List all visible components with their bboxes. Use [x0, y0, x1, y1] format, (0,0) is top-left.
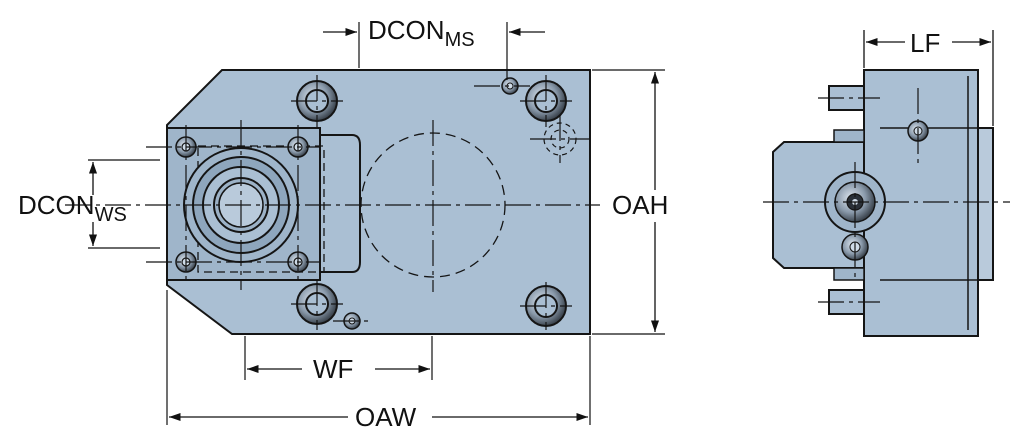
- oah-label: OAH: [612, 190, 668, 220]
- front-view: DCONMS DCONWS OAH WF OAW: [18, 15, 668, 432]
- wf-label: WF: [313, 354, 353, 384]
- side-key-bottom: [833, 267, 865, 281]
- hidden-square: [197, 145, 325, 273]
- extension-lines: [88, 22, 665, 425]
- side-detail-lines: [880, 76, 978, 330]
- dcon-ms-label: DCONMS: [368, 15, 475, 51]
- oaw-label: OAW: [355, 402, 417, 432]
- dcon-ws-label: DCONWS: [18, 190, 127, 226]
- lf-label: LF: [910, 28, 940, 58]
- side-key-top: [833, 129, 865, 143]
- dimension-lines: [88, 27, 660, 422]
- center-lines: [65, 75, 600, 330]
- pocket-outline: [320, 134, 361, 273]
- side-view: LF: [763, 28, 1010, 337]
- lf-dimension: [863, 30, 994, 126]
- side-right-flange: [977, 127, 994, 281]
- side-center-lines: [763, 88, 1010, 303]
